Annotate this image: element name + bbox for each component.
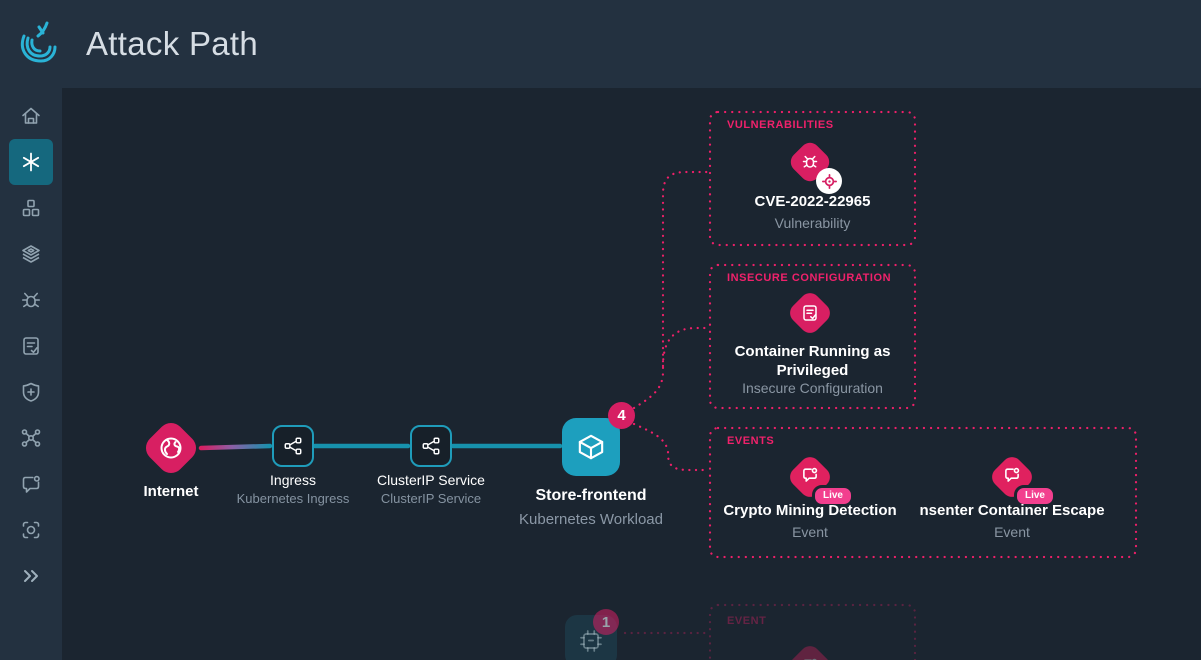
node-clusterip[interactable] (410, 425, 452, 467)
vulnerability-label: CVE-2022-22965 (754, 193, 871, 210)
posture-document-icon (23, 337, 39, 355)
captures-scan-icon (22, 521, 40, 539)
network-graph-icon (21, 429, 41, 447)
insecure-configuration-label: Container Running as Privileged (734, 343, 891, 379)
home-icon (22, 107, 40, 124)
chat-live-icon (803, 467, 818, 482)
vulnerability-node[interactable] (784, 136, 842, 194)
sidebar-item-expand[interactable] (9, 553, 53, 599)
event-crypto-mining-node[interactable]: Live (784, 451, 854, 507)
sidebar-item-infrastructure[interactable] (9, 185, 53, 231)
node-ingress[interactable] (272, 425, 314, 467)
event-nsenter-escape-sublabel: Event (994, 524, 1030, 540)
globe-icon (160, 437, 182, 459)
header: Attack Path (0, 0, 1201, 88)
node-clusterip-label: ClusterIP Service ClusterIP Service (377, 472, 485, 506)
graph-edges-layer (198, 110, 1138, 660)
collapse-expand-chevrons-icon (24, 570, 38, 582)
infrastructure-blocks-icon (22, 199, 40, 217)
target-icon (821, 173, 837, 189)
chip-icon (580, 630, 602, 652)
sidebar-item-network[interactable] (9, 415, 53, 461)
process-findings-badge[interactable]: 1 (593, 609, 619, 635)
event-crypto-mining-label: Crypto Mining Detection (723, 502, 897, 519)
store-frontend-findings-badge[interactable]: 4 (608, 402, 635, 429)
events-panel-border (708, 426, 1138, 559)
bug-icon (802, 155, 818, 168)
live-badge: Live (811, 485, 854, 507)
sidebar-item-attack-path[interactable] (9, 139, 53, 185)
insecure-configuration-sublabel: Insecure Configuration (742, 380, 883, 396)
share-icon (422, 437, 440, 455)
share-icon (284, 437, 302, 455)
attack-path-canvas[interactable]: Internet Ingress Kubernetes Ingress Clus… (62, 88, 1201, 660)
vulnerabilities-panel-title: VULNERABILITIES (727, 119, 834, 131)
attack-path-icon (22, 152, 40, 172)
event-nsenter-escape-node[interactable]: Live (986, 451, 1056, 507)
sidebar-item-vulnerabilities[interactable] (9, 277, 53, 323)
insecure-configuration-node[interactable] (784, 287, 836, 339)
sidebar-item-layers[interactable] (9, 231, 53, 277)
event-crypto-mining-sublabel: Event (792, 524, 828, 540)
connector-events (632, 422, 710, 472)
page-title: Attack Path (86, 25, 259, 62)
events-chat-icon (22, 475, 40, 493)
sidebar-item-events[interactable] (9, 461, 53, 507)
sidebar-item-shield[interactable] (9, 369, 53, 415)
sidebar-item-posture[interactable] (9, 323, 53, 369)
document-check-icon (803, 305, 817, 321)
vulnerabilities-panel-border (708, 110, 917, 247)
event-partial-node[interactable] (784, 640, 836, 660)
edge-internet-ingress (198, 443, 273, 451)
shield-add-icon (22, 382, 40, 402)
node-internet[interactable] (140, 417, 202, 479)
chat-live-icon (803, 658, 817, 660)
target-badge (816, 168, 842, 194)
sysdig-logo-icon (20, 21, 57, 63)
event-nsenter-escape-label: nsenter Container Escape (919, 502, 1105, 519)
event-partial-panel-title: EVENT (727, 615, 767, 627)
node-store-frontend[interactable] (562, 418, 620, 476)
node-store-frontend-label: Store-frontend Kubernetes Workload (519, 487, 663, 528)
sidebar-item-home[interactable] (9, 93, 53, 139)
live-badge: Live (1013, 485, 1056, 507)
connector-insecure-configuration (661, 326, 710, 368)
sidebar-item-captures[interactable] (9, 507, 53, 553)
connector-vulnerabilities (632, 170, 710, 410)
chat-live-icon (1005, 467, 1020, 482)
insecure-configuration-panel-title: INSECURE CONFIGURATION (727, 272, 892, 284)
node-ingress-label: Ingress Kubernetes Ingress (236, 472, 350, 506)
sidebar (0, 88, 62, 660)
layers-icon (22, 245, 40, 263)
cube-icon (578, 434, 604, 460)
vulnerability-sublabel: Vulnerability (774, 215, 851, 231)
node-internet-label: Internet (143, 483, 199, 500)
events-panel-title: EVENTS (727, 435, 775, 447)
vulnerabilities-bug-icon (22, 292, 40, 308)
